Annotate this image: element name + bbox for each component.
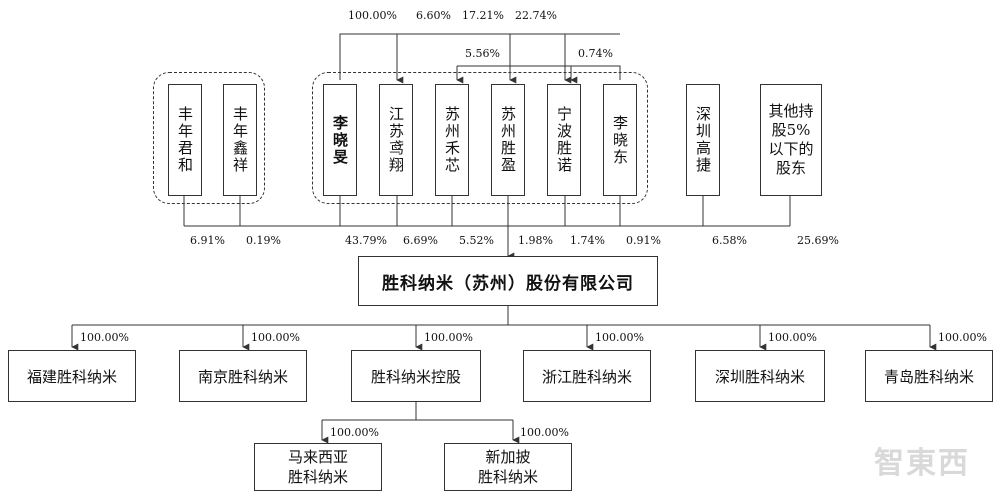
- shareholder-suzhou-hexin: 苏州禾芯: [435, 84, 469, 196]
- shareholder-shenzhen-gaojie: 深圳高捷: [686, 84, 720, 196]
- shareholder-li-xiaomin: 李晓旻: [323, 84, 357, 196]
- subsidiary-fujian: 福建胜科纳米: [8, 350, 136, 402]
- pct-fengnian-xinxiang: 0.19%: [246, 234, 281, 247]
- pct-li-xiaomin: 43.79%: [345, 234, 387, 247]
- subsidiary-nanjing: 南京胜科纳米: [179, 350, 307, 402]
- pct-singapore: 100.00%: [520, 426, 569, 439]
- pct-to-jiangsu-yuanxiang: 6.60%: [416, 9, 451, 22]
- pct-to-ningbo-shengnuo: 22.74%: [515, 9, 557, 22]
- shareholder-others-below-5pct: 其他持股5%以下的股东: [760, 84, 822, 196]
- pct-malaysia: 100.00%: [330, 426, 379, 439]
- pct-fengnian-junhe: 6.91%: [190, 234, 225, 247]
- pct-to-suzhou-shengying: 17.21%: [462, 9, 504, 22]
- pct-suzhou-shengying: 1.98%: [518, 234, 553, 247]
- pct-shenzhen-gaojie: 6.58%: [712, 234, 747, 247]
- shareholder-jiangsu-yuanxiang: 江苏鸢翔: [379, 84, 413, 196]
- shareholder-fengnian-junhe: 丰年君和: [168, 84, 202, 196]
- subsidiary-zhejiang: 浙江胜科纳米: [523, 350, 651, 402]
- fengnian-group-outline: [153, 72, 265, 204]
- pct-jiangsu-yuanxiang: 6.69%: [403, 234, 438, 247]
- subsidiary-malaysia: 马来西亚 胜科纳米: [254, 443, 382, 491]
- pct-shenzhen: 100.00%: [768, 331, 817, 344]
- pct-qingdao: 100.00%: [938, 331, 987, 344]
- subsidiary-singapore: 新加披 胜科纳米: [444, 443, 572, 491]
- pct-ningbo-shengnuo: 1.74%: [570, 234, 605, 247]
- pct-li-xiaomin-to-holding: 100.00%: [348, 9, 397, 22]
- subsidiary-qingdao: 青岛胜科纳米: [865, 350, 993, 402]
- watermark-logo: 智東西: [874, 446, 970, 481]
- pct-suzhou-hexin: 5.52%: [459, 234, 494, 247]
- subsidiary-shenzhen: 深圳胜科纳米: [695, 350, 825, 402]
- pct-zhejiang: 100.00%: [595, 331, 644, 344]
- pct-li-xiaodong: 0.91%: [626, 234, 661, 247]
- pct-holding: 100.00%: [424, 331, 473, 344]
- concert-party-group-outline: [312, 72, 648, 204]
- main-company-box: 胜科纳米（苏州）股份有限公司: [358, 256, 658, 306]
- shareholder-fengnian-xinxiang: 丰年鑫祥: [223, 84, 257, 196]
- pct-nanjing: 100.00%: [251, 331, 300, 344]
- subsidiary-holding: 胜科纳米控股: [351, 350, 481, 402]
- pct-fujian: 100.00%: [80, 331, 129, 344]
- shareholder-suzhou-shengying: 苏州胜盈: [491, 84, 525, 196]
- shareholder-li-xiaodong: 李晓东: [603, 84, 637, 196]
- shareholder-ningbo-shengnuo: 宁波胜诺: [547, 84, 581, 196]
- pct-li-xiaodong-share: 0.74%: [578, 47, 613, 60]
- pct-others: 25.69%: [797, 234, 839, 247]
- pct-to-suzhou-hexin: 5.56%: [465, 47, 500, 60]
